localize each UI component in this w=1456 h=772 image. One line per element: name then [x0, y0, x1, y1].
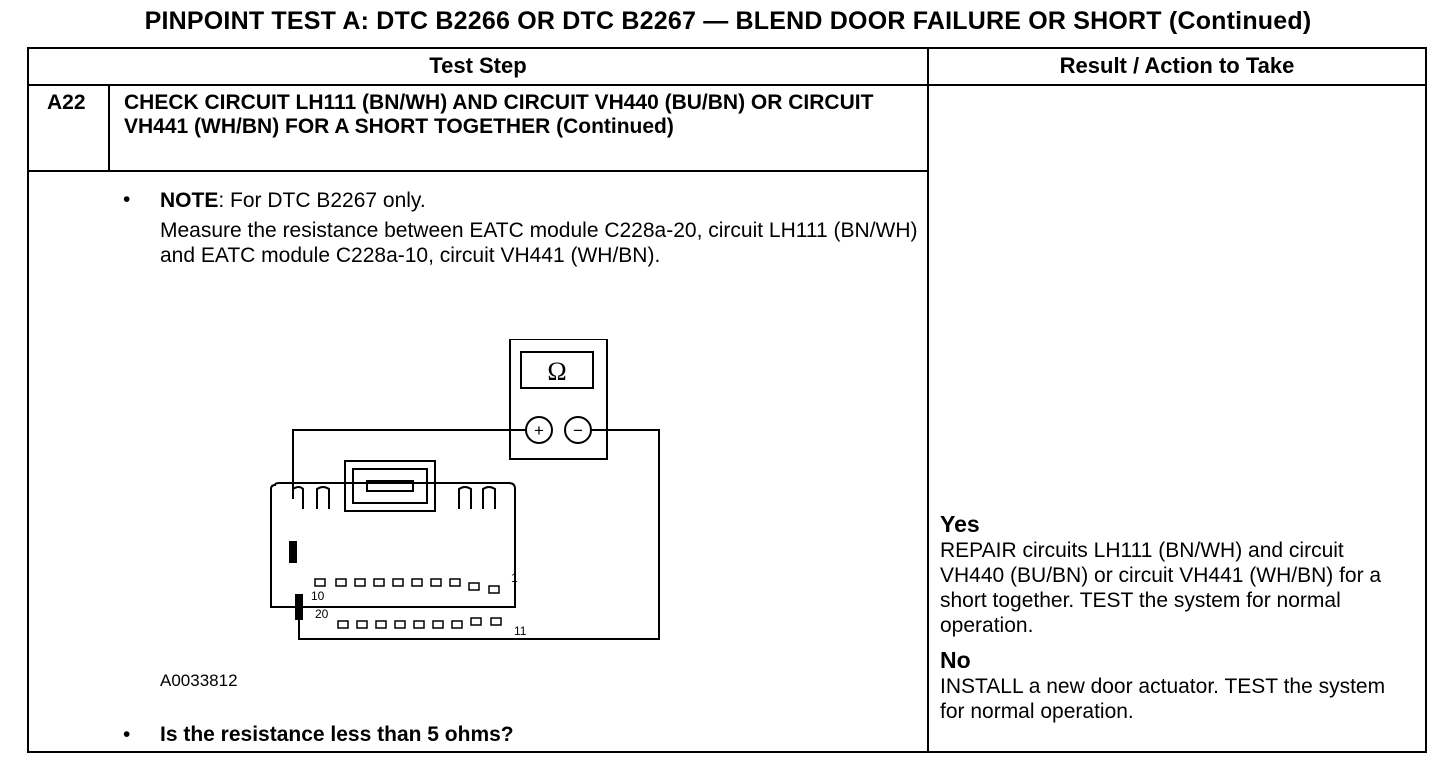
step-id-divider: [108, 86, 110, 170]
column-divider: [927, 49, 929, 751]
ohmmeter-connector-diagram: Ω + − 10 1 20 11: [270, 339, 660, 640]
pinpoint-test-table: Test Step Result / Action to Take A22 CH…: [27, 47, 1427, 753]
ohmmeter-body: [509, 339, 608, 460]
plus-label: +: [534, 421, 544, 440]
header-divider: [29, 84, 1425, 86]
result-header: Result / Action to Take: [1059, 53, 1295, 78]
test-question: Is the resistance less than 5 ohms?: [160, 723, 514, 746]
figure-id: A0033812: [160, 671, 238, 690]
measure-instruction: Measure the resistance between EATC modu…: [160, 219, 918, 267]
note-line: NOTE: For DTC B2267 only.: [160, 188, 920, 213]
yes-action: REPAIR circuits LH111 (BN/WH) and circui…: [940, 539, 1382, 637]
connector-housing: [270, 482, 516, 608]
step-id: A22: [47, 91, 86, 114]
page-title: PINPOINT TEST A: DTC B2266 OR DTC B2267 …: [144, 7, 1312, 35]
test-step-header: Test Step: [429, 53, 527, 78]
note-text: : For DTC B2267 only.: [218, 189, 426, 212]
pin-1-label: 1: [511, 571, 518, 585]
step-title: CHECK CIRCUIT LH111 (BN/WH) AND CIRCUIT …: [124, 91, 874, 138]
positive-lead-wire: [292, 429, 526, 499]
no-action: INSTALL a new door actuator. TEST the sy…: [940, 675, 1386, 723]
connector-latch: [344, 460, 436, 512]
note-label: NOTE: [160, 189, 219, 212]
negative-probe-tip: [295, 594, 303, 620]
no-label: No: [940, 647, 971, 673]
meter-ohm-symbol: Ω: [547, 357, 566, 386]
negative-lead-wire: [298, 429, 660, 640]
yes-label: Yes: [940, 511, 980, 537]
minus-label: −: [573, 421, 583, 440]
pin-20-label: 20: [315, 607, 329, 621]
bullet: •: [123, 188, 131, 211]
pin-10-label: 10: [311, 589, 325, 603]
pin-11-label: 11: [514, 624, 527, 638]
step-title-divider: [29, 170, 927, 172]
connector-ribs: [292, 486, 496, 509]
positive-probe-tip: [289, 541, 297, 563]
bullet: •: [123, 723, 131, 746]
meter-display: [520, 351, 594, 389]
connector-pins: [314, 578, 502, 629]
